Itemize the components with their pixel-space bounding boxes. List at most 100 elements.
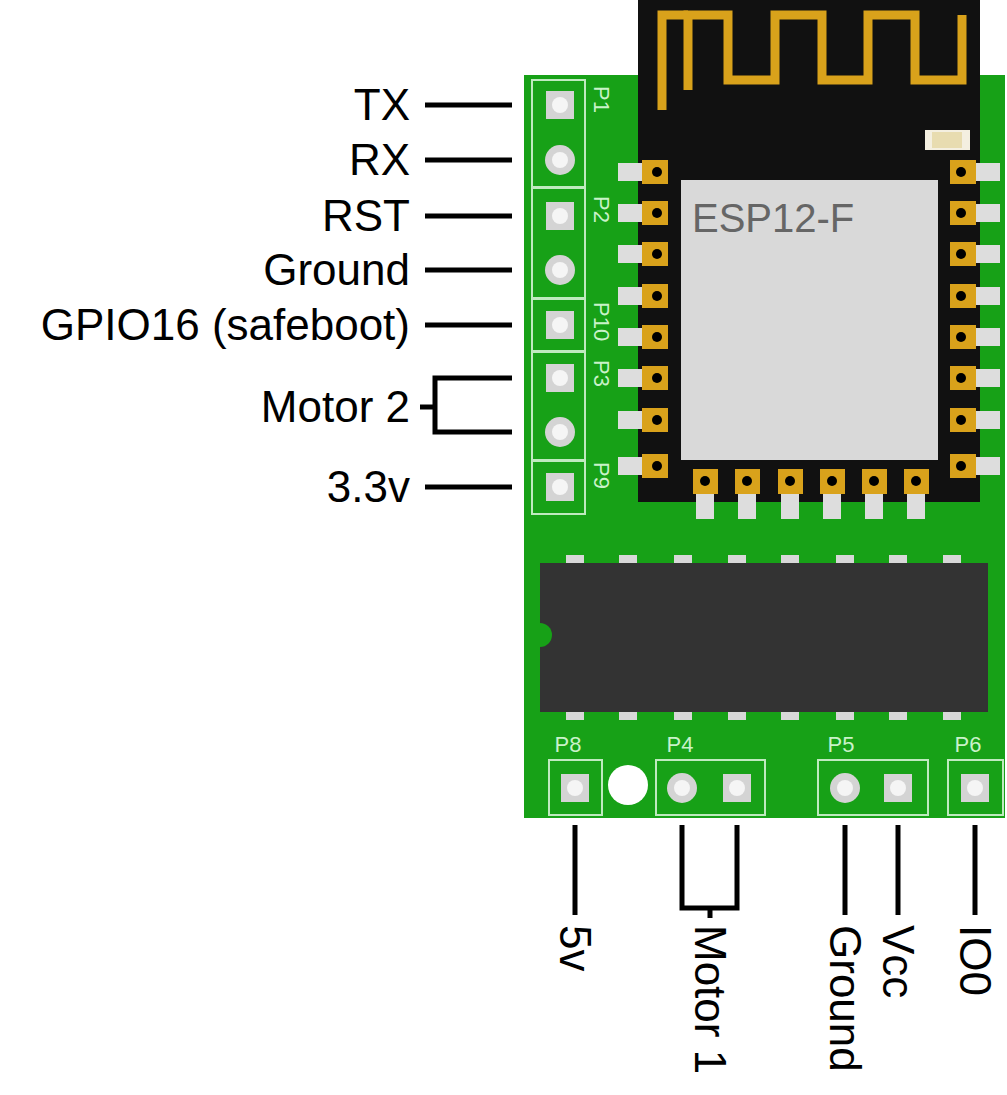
esp-module bbox=[638, 0, 980, 502]
header-outline bbox=[532, 461, 585, 514]
pin-name: Motor 1 bbox=[688, 925, 732, 1074]
motor-driver-chip bbox=[540, 563, 988, 712]
leader-line bbox=[708, 908, 713, 918]
module-pads bbox=[618, 366, 668, 390]
pin-name: 3.3v bbox=[327, 465, 410, 509]
header-label: P8 bbox=[555, 734, 582, 756]
module-pads bbox=[618, 454, 668, 478]
header-outline bbox=[532, 299, 585, 351]
leader-line bbox=[425, 158, 512, 163]
pin-name: 5v bbox=[553, 925, 597, 971]
mounting-hole bbox=[608, 765, 648, 805]
module-shield: ESP12-F bbox=[681, 180, 938, 460]
header-outline bbox=[818, 760, 928, 815]
chip-pins bbox=[781, 555, 799, 564]
pin-name: IO0 bbox=[953, 925, 997, 996]
module-pads bbox=[693, 469, 718, 519]
header-pins bbox=[884, 774, 912, 802]
header-label: P4 bbox=[667, 734, 694, 756]
header-pins bbox=[561, 774, 589, 802]
module-pads bbox=[618, 242, 668, 266]
module-pads bbox=[618, 408, 668, 432]
pin-name: Motor 2 bbox=[261, 385, 410, 429]
leader-line bbox=[435, 378, 512, 432]
header-outline bbox=[532, 352, 585, 460]
module-pads bbox=[618, 160, 1000, 519]
header-pins bbox=[723, 774, 751, 802]
header-outline bbox=[948, 760, 1003, 815]
header-label: P2 bbox=[590, 196, 612, 223]
pin-name: Ground bbox=[823, 925, 867, 1072]
header-outline bbox=[656, 760, 765, 815]
header-outline bbox=[532, 188, 585, 298]
chip-pins bbox=[674, 711, 692, 720]
module-label: ESP12-F bbox=[692, 198, 938, 238]
chip-pins bbox=[674, 555, 692, 564]
header-pins bbox=[545, 255, 575, 285]
leader-line bbox=[425, 268, 512, 273]
pin-name: RST bbox=[322, 194, 410, 238]
header-pins bbox=[545, 91, 989, 803]
module-pads bbox=[618, 160, 668, 184]
chip-pins bbox=[943, 555, 961, 564]
led bbox=[925, 130, 970, 150]
leader-line bbox=[973, 825, 978, 915]
chip-pins bbox=[943, 711, 961, 720]
header-pins bbox=[545, 417, 575, 447]
header-label: P10 bbox=[590, 302, 612, 341]
chip-pins bbox=[619, 555, 637, 564]
leader-line bbox=[420, 405, 435, 410]
chip-pins bbox=[889, 711, 907, 720]
leader-line bbox=[425, 103, 512, 108]
header-label: P5 bbox=[828, 734, 855, 756]
leader-line bbox=[896, 825, 901, 915]
module-pads bbox=[950, 366, 1000, 390]
module-pads bbox=[950, 284, 1000, 308]
module-pads bbox=[950, 408, 1000, 432]
chip-pins bbox=[889, 555, 907, 564]
header-label: P1 bbox=[590, 86, 612, 113]
header-outline bbox=[532, 80, 585, 187]
leader-line bbox=[425, 214, 512, 219]
leader-line bbox=[573, 825, 578, 915]
module-pads bbox=[778, 469, 803, 519]
module-pads bbox=[618, 284, 668, 308]
chip-pins bbox=[781, 711, 799, 720]
leader-line bbox=[843, 825, 848, 915]
chip-pins bbox=[836, 555, 854, 564]
header-pins bbox=[830, 773, 860, 803]
module-pads bbox=[618, 201, 668, 225]
header-pins bbox=[961, 774, 989, 802]
chip-pins bbox=[566, 711, 584, 720]
header-label: P9 bbox=[590, 462, 612, 489]
leader-line bbox=[682, 825, 737, 908]
module-pads bbox=[950, 201, 1000, 225]
leader-line bbox=[425, 323, 512, 328]
module-pads bbox=[618, 325, 668, 349]
module-pads bbox=[950, 325, 1000, 349]
header-pins bbox=[667, 773, 697, 803]
header-pins bbox=[546, 202, 574, 230]
antenna-trace bbox=[662, 15, 688, 110]
pin-name: GPIO16 (safeboot) bbox=[41, 303, 410, 347]
header-pins bbox=[546, 311, 574, 339]
pcb-board bbox=[524, 75, 1005, 818]
chip-pins bbox=[619, 711, 637, 720]
header-pins bbox=[546, 364, 574, 392]
pin-name: Vcc bbox=[876, 925, 920, 998]
leader-line bbox=[425, 485, 512, 490]
module-pads bbox=[904, 469, 929, 519]
pin-name: TX bbox=[354, 83, 410, 127]
module-pads bbox=[820, 469, 845, 519]
chip-pins bbox=[836, 711, 854, 720]
pin-name: Ground bbox=[263, 248, 410, 292]
header-pins bbox=[545, 145, 575, 175]
module-pads bbox=[950, 242, 1000, 266]
header-outline bbox=[532, 80, 1003, 815]
chip-pins bbox=[728, 555, 746, 564]
module-pads bbox=[950, 160, 1000, 184]
header-label: P3 bbox=[590, 360, 612, 387]
chip-pins bbox=[728, 711, 746, 720]
header-outline bbox=[549, 760, 602, 815]
